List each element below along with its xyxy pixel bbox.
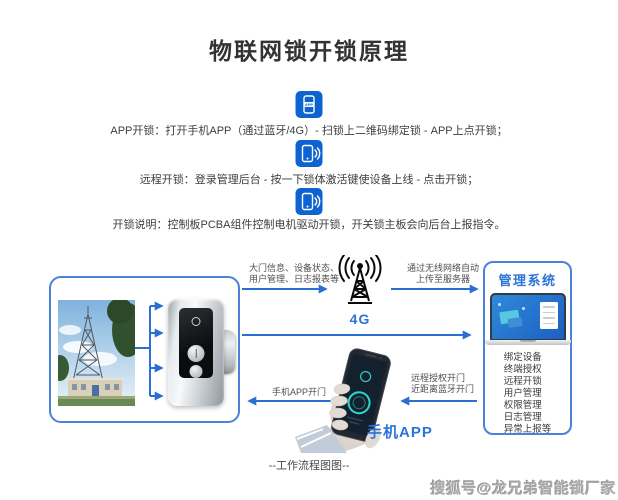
- flow-caption: --工作流程图图--: [268, 460, 350, 472]
- phone-signal-icon: [295, 140, 323, 167]
- phone-app-icon: APP: [295, 91, 323, 118]
- laptop-screen: [489, 293, 566, 341]
- lock-button-large: [187, 345, 205, 362]
- step-text: 远程开锁：登录管理后台 - 按一下锁体激活键使设备上线 - 点击开锁；: [139, 174, 479, 186]
- document-icon: [539, 302, 558, 329]
- feature-item: 日志管理: [503, 412, 542, 423]
- phone-in-hand-icon: [293, 341, 431, 453]
- phone-app-label: 手机APP: [367, 424, 433, 441]
- laptop-base: [484, 340, 571, 345]
- dashboard-dot: [497, 303, 501, 306]
- watermark: 搜狐号@龙兄弟智能锁厂家: [430, 480, 616, 497]
- tower-photo: [58, 300, 135, 406]
- lock-button-small: [189, 365, 203, 378]
- uplink-label: 大门信息、设备状态、 用户管理、日志报表等: [249, 263, 340, 284]
- lock-body: [168, 299, 224, 406]
- svg-text:APP: APP: [305, 102, 314, 107]
- antenna-4g-icon: [326, 255, 394, 309]
- feature-item: 权限管理: [503, 400, 542, 411]
- step-text: APP开锁：打开手机APP（通过蓝牙/4G）- 扫锁上二维码绑定锁 - APP上…: [110, 125, 508, 137]
- management-box: 管理系统 绑定设备 终端授权 远程开锁 用户管理 权限管理 日志管理 异常上报等: [483, 261, 572, 435]
- network-label: 4G: [349, 311, 371, 327]
- remote-auth-label: 远程授权开门 近距离蓝牙开门: [411, 373, 475, 394]
- feature-item: 远程开锁: [503, 376, 542, 387]
- smart-lock: [168, 299, 235, 406]
- app-open-label: 手机APP开门: [271, 387, 326, 397]
- feature-item: 绑定设备: [503, 352, 542, 363]
- dashboard-dot: [521, 307, 525, 310]
- upload-label: 通过无线网络自动 上传至服务器: [406, 263, 479, 284]
- page-title: 物联网锁开锁原理: [209, 38, 409, 64]
- feature-item: 用户管理: [503, 388, 542, 399]
- feature-item: 异常上报等: [503, 424, 552, 435]
- phone-signal-icon: [295, 188, 323, 215]
- step-text: 开锁说明：控制板PCBA组件控制电机驱动开锁，开关锁主板会向后台上报指令。: [112, 219, 506, 231]
- lock-panel: [179, 308, 213, 378]
- dashboard-graphic: [506, 317, 523, 328]
- feature-item: 终端授权: [503, 364, 542, 375]
- lock-knob: [221, 330, 235, 374]
- management-title: 管理系统: [498, 273, 557, 288]
- feature-list: 绑定设备 终端授权 远程开锁 用户管理 权限管理 日志管理 异常上报等: [504, 352, 552, 436]
- branch-line: [135, 306, 151, 396]
- lock-indicator-light: [191, 317, 201, 326]
- laptop-icon: [484, 293, 571, 345]
